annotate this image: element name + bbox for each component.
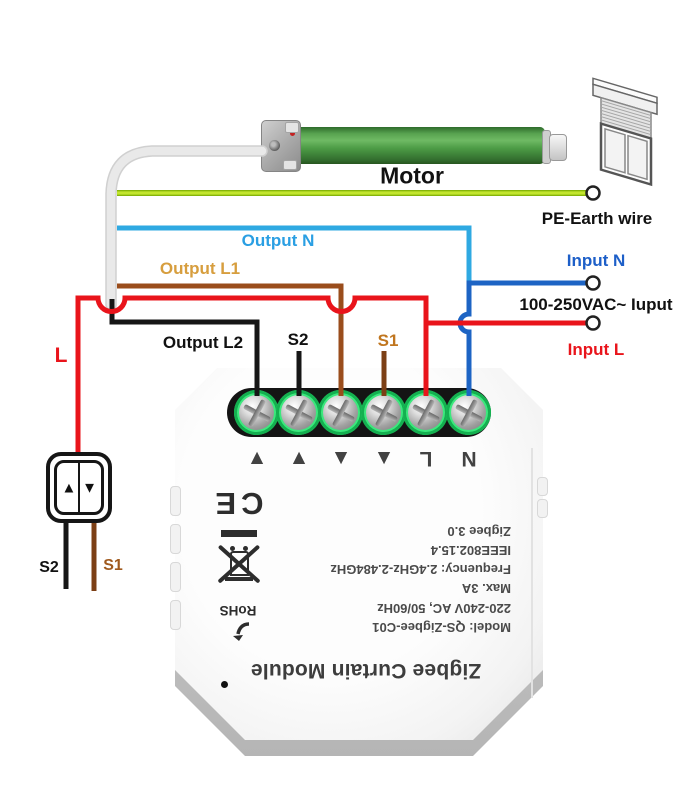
module-printed-face: Zigbee Curtain Module Model: QS-Zigbee-C…: [175, 368, 543, 740]
roller-blind-window-icon: [592, 77, 658, 187]
motor-head-hole-icon: [269, 140, 280, 151]
output-l2-label: Output L2: [162, 333, 244, 352]
input-l-terminal-circle: [585, 315, 601, 331]
module-led-dot: [221, 681, 228, 688]
terminal-6: [446, 390, 491, 435]
weee-bin-icon: [217, 527, 261, 584]
module-notch: [170, 600, 181, 630]
input-n-label: Input N: [566, 251, 626, 270]
zigbee-curtain-module: ▲ ▲ ▼ ▼ L N Zigbee Curtain Module Model:…: [170, 368, 548, 756]
s2-label: S2: [287, 330, 309, 349]
module-title: Zigbee Curtain Module: [250, 659, 482, 682]
module-zigbee-version-line: Zigbee 3.0: [447, 523, 511, 539]
screw-icon: [451, 395, 486, 430]
switch-divider: [78, 463, 80, 512]
switch-rocker: ▲ ▼: [54, 460, 104, 515]
motor-end-cap: [549, 134, 567, 161]
module-notch: [170, 524, 181, 554]
module-spec-lines: Model: QS-Zigbee-C01 220-240V AC, 50/60H…: [330, 521, 511, 637]
module-notch: [537, 499, 548, 518]
switch-s2-label: S2: [39, 559, 59, 576]
input-n-terminal-circle: [585, 275, 601, 291]
pe-earth-wire-label: PE-Earth wire: [541, 209, 653, 228]
module-ieee-line: IEEE802.15.4: [430, 542, 511, 558]
module-max-current-line: Max. 3A: [461, 581, 511, 597]
curtain-wall-switch: ▲ ▼: [46, 452, 112, 523]
motor-label: Motor: [380, 162, 444, 189]
motor-bracket-bottom: [283, 160, 297, 170]
output-n-label: Output N: [241, 231, 315, 250]
module-seam: [531, 448, 533, 698]
vac-input-label: 100-250VAC~ Iuput: [519, 295, 673, 314]
module-voltage-line: 220-240V AC, 50/60Hz: [377, 600, 511, 616]
motor-cable-outline: [105, 145, 268, 311]
input-l-label: Input L: [567, 340, 625, 359]
module-notch: [537, 477, 548, 496]
s1-label: S1: [377, 331, 399, 350]
motor-head: [261, 120, 301, 172]
output-l1-label: Output L1: [159, 259, 241, 278]
switch-down-arrow-icon: ▼: [82, 479, 97, 496]
rohs-arrow-icon: [233, 622, 250, 641]
module-notch: [170, 562, 181, 592]
ce-mark: CE: [210, 486, 264, 521]
module-frequency-line: Frequency: 2.4GHz-2.484GHz: [330, 562, 511, 578]
switch-s1-label: S1: [103, 557, 123, 574]
switch-up-arrow-icon: ▲: [61, 479, 77, 496]
module-model-line: Model: QS-Zigbee-C01: [372, 620, 511, 635]
motor-bracket-top: [285, 122, 299, 133]
motor-cable: [106, 146, 267, 310]
motor-tube: [295, 127, 545, 164]
live-l-label: L: [54, 344, 68, 367]
motor-led-icon: [290, 131, 295, 136]
module-notch: [170, 486, 181, 516]
rohs-mark: RoHS: [219, 603, 257, 618]
